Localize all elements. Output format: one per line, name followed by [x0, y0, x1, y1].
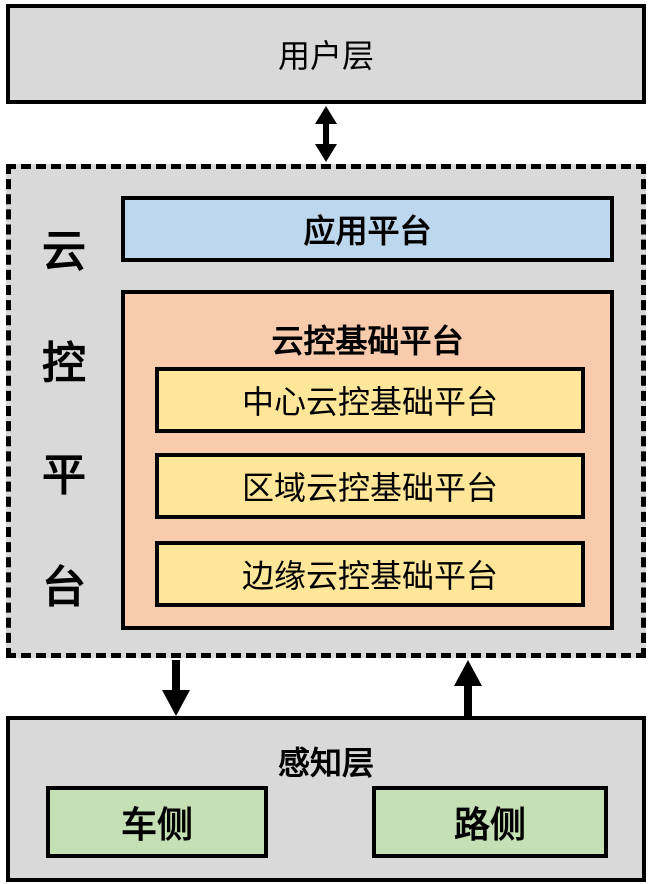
cloud-platform-char: 云 — [42, 226, 86, 277]
road-side-label: 路侧 — [453, 805, 526, 846]
regional-platform-box: 区域云控基础平台 — [155, 453, 585, 519]
road-side-box: 路侧 — [372, 786, 608, 858]
cloud-control-basic-platform-title: 云控基础平台 — [271, 322, 464, 360]
regional-platform-label: 区域云控基础平台 — [241, 469, 498, 507]
cloud-platform-char: 控 — [42, 338, 86, 389]
vehicle-side-label: 车侧 — [120, 805, 193, 846]
perception-layer-title: 感知层 — [277, 744, 374, 782]
cloud-platform-char: 台 — [42, 562, 86, 613]
down-arrow — [162, 660, 190, 716]
bidirectional-arrow — [315, 106, 337, 162]
central-platform-box: 中心云控基础平台 — [155, 367, 585, 433]
central-platform-label: 中心云控基础平台 — [241, 383, 498, 421]
up-arrow — [454, 660, 482, 716]
vehicle-side-box: 车侧 — [46, 786, 268, 858]
application-platform-label: 应用平台 — [303, 212, 432, 250]
edge-platform-label: 边缘云控基础平台 — [241, 557, 498, 595]
user-layer-label: 用户层 — [277, 37, 374, 75]
application-platform-box: 应用平台 — [121, 196, 614, 262]
user-layer-box: 用户层 — [6, 4, 646, 104]
cloud-platform-label: 云 控 平 台 — [36, 230, 92, 610]
cloud-platform-char: 平 — [42, 450, 86, 501]
edge-platform-box: 边缘云控基础平台 — [155, 541, 585, 607]
